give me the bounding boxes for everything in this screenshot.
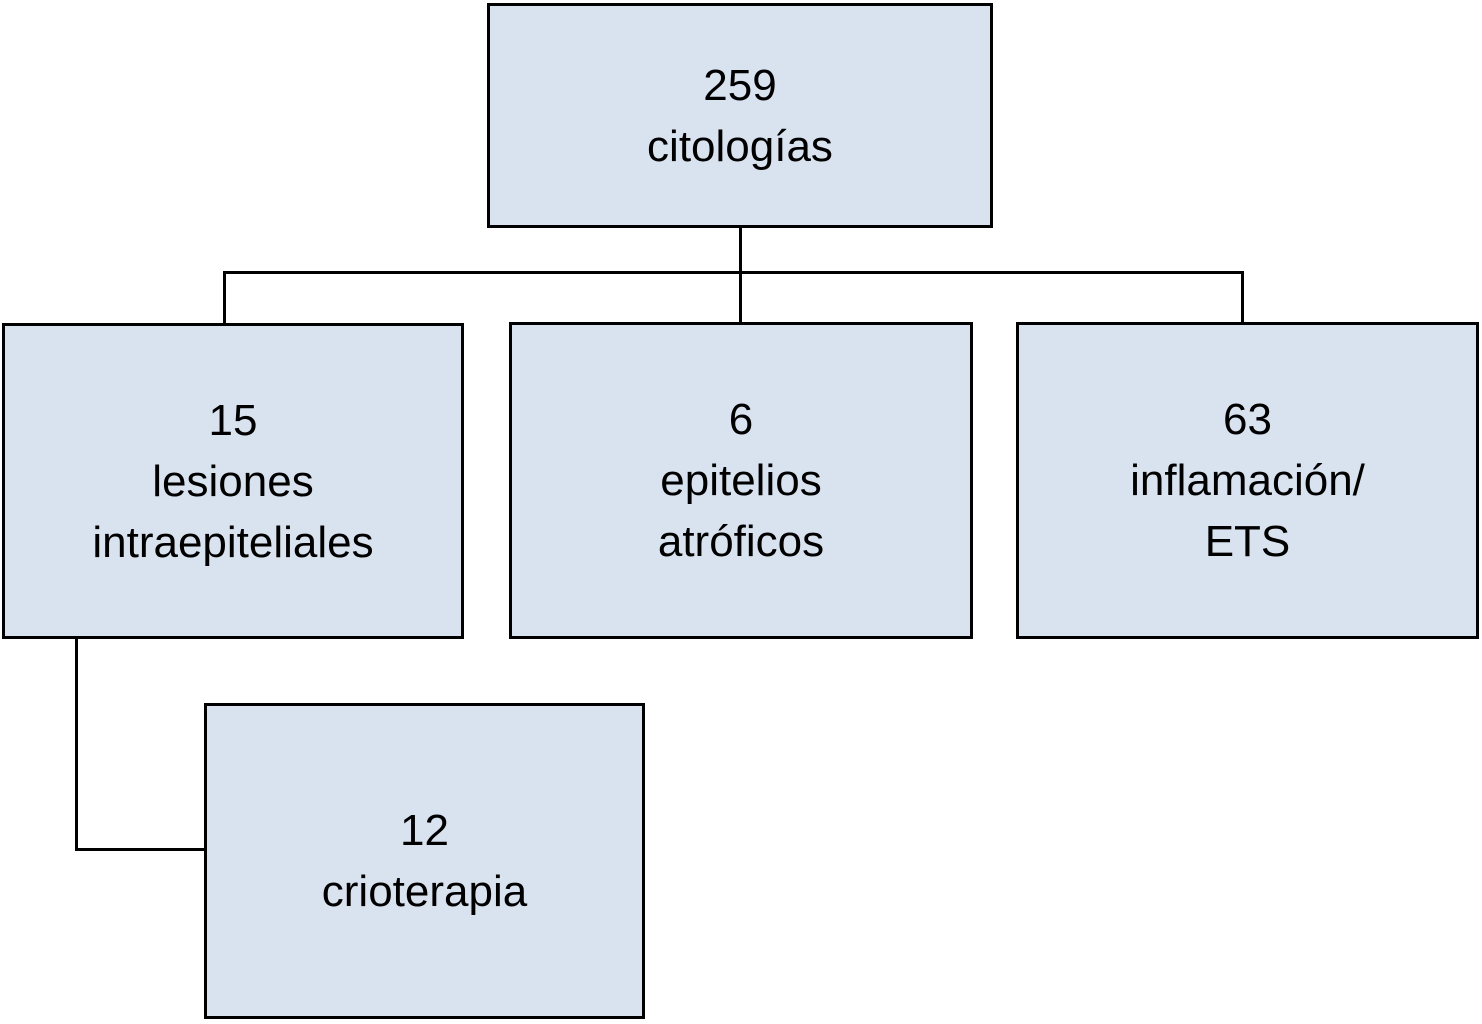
connector-branch-bar — [223, 271, 1244, 274]
node-epitelios-count: 6 — [728, 395, 754, 444]
node-inflamacion-ets: 63 inflamación/ ETS — [1016, 322, 1479, 639]
node-epitelios-label: epitelios atróficos — [657, 456, 825, 566]
node-lesiones-intraepiteliales: 15 lesiones intraepiteliales — [2, 323, 464, 639]
node-citologias-label: citologías — [647, 121, 833, 171]
connector-crioterapia-elbow — [75, 848, 207, 851]
node-inflamacion-count: 63 — [1223, 395, 1272, 444]
node-epitelios-atroficos: 6 epitelios atróficos — [509, 322, 973, 639]
node-inflamacion-label: inflamación/ ETS — [1130, 456, 1365, 566]
node-lesiones-count: 15 — [208, 395, 258, 445]
connector-stub-middle — [739, 271, 742, 324]
node-crioterapia-label: crioterapia — [321, 867, 528, 916]
node-citologias-count: 259 — [703, 60, 777, 110]
connector-lesiones-drop — [75, 639, 78, 851]
node-crioterapia: 12 crioterapia — [204, 703, 645, 1019]
node-lesiones-label: lesiones intraepiteliales — [92, 456, 374, 567]
connector-stub-right — [1241, 271, 1244, 324]
connector-root-drop — [739, 227, 742, 273]
connector-stub-left — [223, 271, 226, 325]
node-crioterapia-count: 12 — [400, 806, 449, 855]
node-citologias: 259 citologías — [487, 3, 993, 228]
